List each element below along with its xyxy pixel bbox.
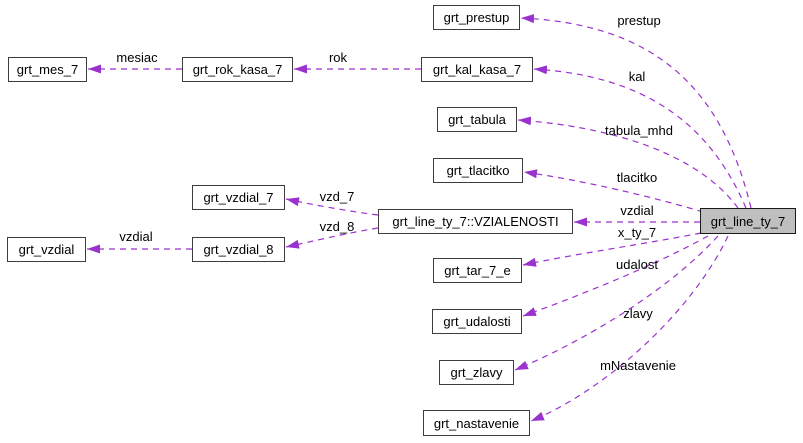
- node-grt-line-ty-7: grt_line_ty_7: [700, 208, 796, 234]
- node-grt-tar-7-e[interactable]: grt_tar_7_e: [433, 258, 522, 283]
- edge-label-tlacitko: tlacitko: [616, 170, 658, 185]
- edge-label-vzd-7: vzd_7: [319, 189, 355, 204]
- node-grt-prestup[interactable]: grt_prestup: [433, 5, 520, 30]
- node-grt-kal-kasa-7[interactable]: grt_kal_kasa_7: [421, 57, 533, 82]
- node-grt-mes-7[interactable]: grt_mes_7: [8, 57, 87, 82]
- edge-prestup: [520, 14, 752, 209]
- edge-label-prestup: prestup: [617, 13, 661, 28]
- node-grt-zlavy[interactable]: grt_zlavy: [439, 360, 514, 385]
- node-grt-vzdial[interactable]: grt_vzdial: [7, 237, 86, 262]
- edge-zlavy: [514, 235, 719, 371]
- node-grt-tlacitko[interactable]: grt_tlacitko: [433, 158, 523, 183]
- edge-label-vzdial: vzdial: [620, 203, 654, 218]
- edge-label-zlavy: zlavy: [623, 306, 653, 321]
- node-grt-tabula[interactable]: grt_tabula: [437, 107, 517, 132]
- edge-label-udalost: udalost: [616, 257, 658, 272]
- node-vzialenosti[interactable]: grt_line_ty_7::VZIALENOSTI: [378, 209, 573, 234]
- edge-tlacitko: [523, 169, 704, 213]
- edge-vzd-8: [285, 227, 379, 249]
- edge-label-rok: rok: [328, 50, 348, 65]
- edge-label-x-ty-7: x_ty_7: [617, 225, 657, 240]
- node-grt-udalosti[interactable]: grt_udalosti: [432, 309, 522, 334]
- edge-tabula-mhd: [517, 116, 739, 209]
- edge-label-mesiac: mesiac: [116, 50, 158, 65]
- edge-label-tabula-mhd: tabula_mhd: [605, 123, 673, 138]
- edge-udalost: [522, 235, 709, 317]
- edge-label-mnastavenie: mNastavenie: [600, 358, 676, 373]
- node-grt-vzdial-7[interactable]: grt_vzdial_7: [192, 185, 285, 210]
- node-grt-vzdial-8[interactable]: grt_vzdial_8: [192, 237, 285, 262]
- edge-label-vzdial-left: vzdial: [119, 229, 153, 244]
- edge-label-kal: kal: [628, 69, 646, 84]
- node-grt-nastavenie[interactable]: grt_nastavenie: [423, 410, 530, 436]
- edge-x-ty-7: [522, 232, 702, 267]
- node-grt-rok-kasa-7[interactable]: grt_rok_kasa_7: [182, 57, 293, 82]
- edge-label-vzd-8: vzd_8: [319, 219, 355, 234]
- edge-vzd-7: [285, 197, 379, 216]
- edge-mnastavenie: [530, 235, 729, 422]
- edge-kal: [533, 65, 747, 209]
